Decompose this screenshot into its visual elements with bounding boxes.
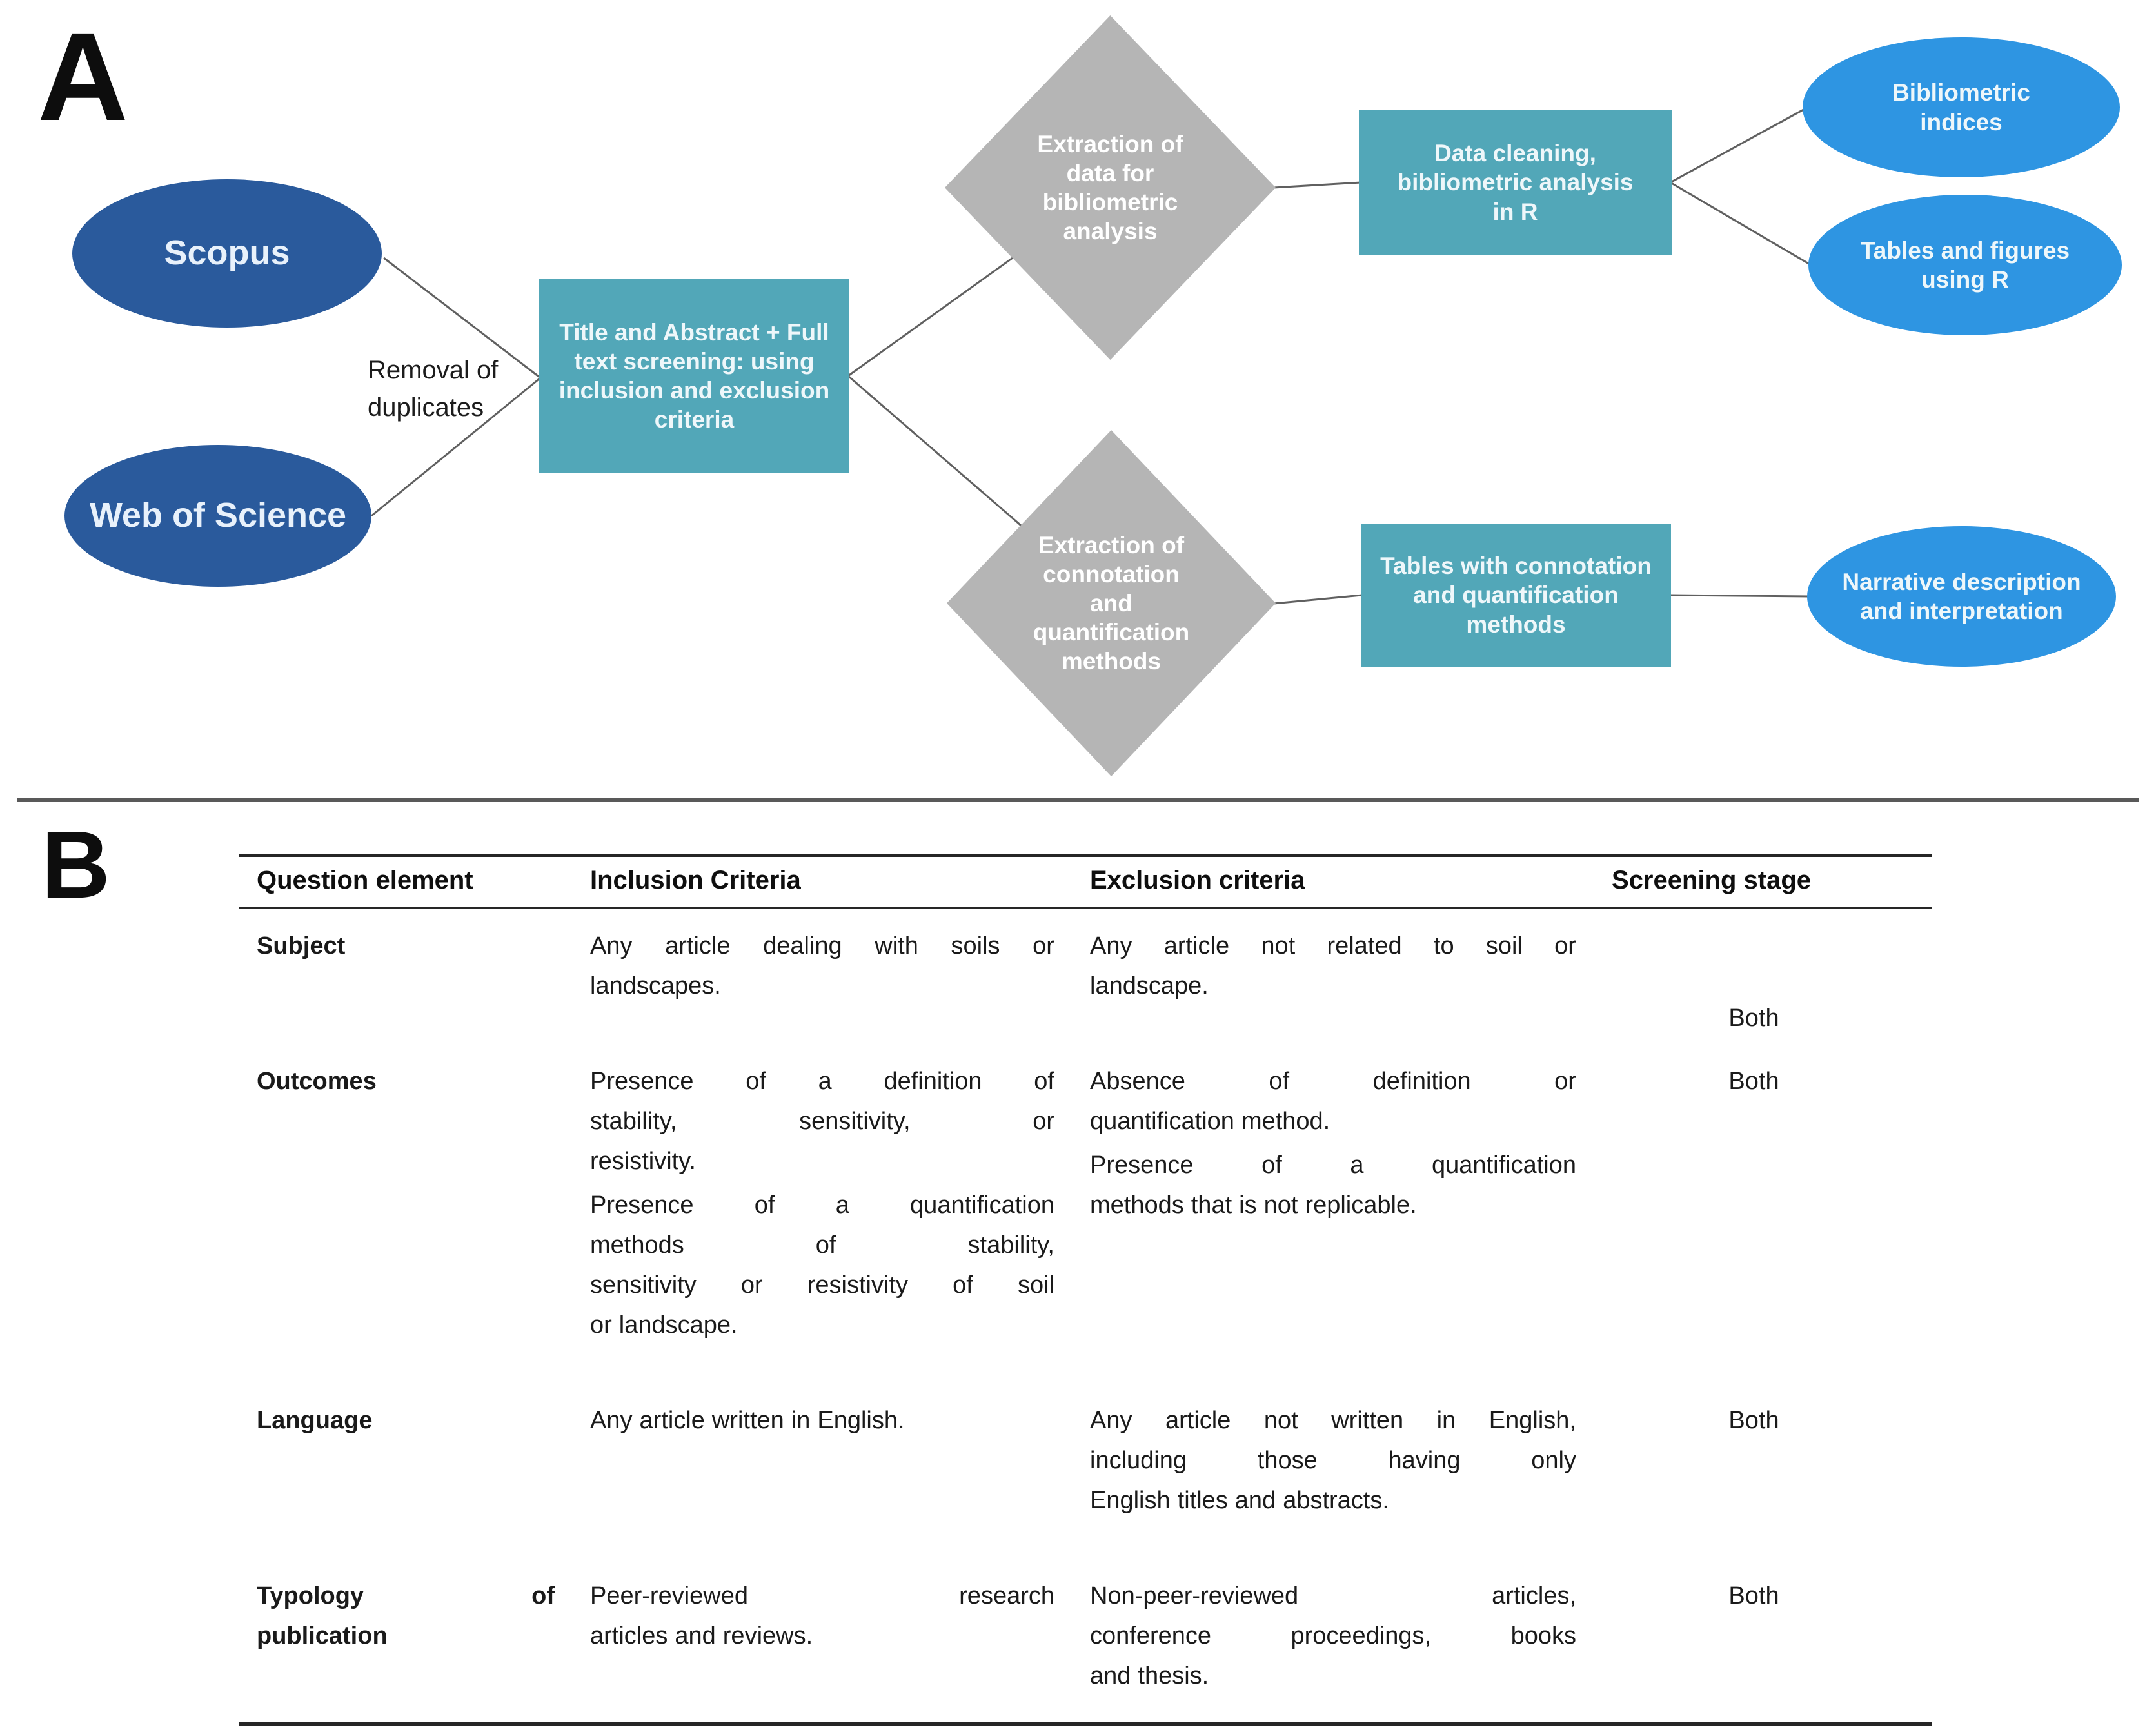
node-scopus-ellipse: Scopus bbox=[72, 179, 382, 328]
connector-datacleaning-indices bbox=[1670, 107, 1806, 184]
header-question-element: Question element bbox=[239, 856, 590, 909]
header-screening-stage: Screening stage bbox=[1612, 856, 1932, 909]
node-tables-figures-ellipse: Tables and figures using R bbox=[1808, 195, 2122, 335]
node-bibliometric-indices-ellipse: Bibliometric indices bbox=[1803, 37, 2120, 177]
screening-stage-cell: Both bbox=[1728, 1582, 1779, 1609]
panel-divider-line bbox=[17, 798, 2139, 802]
node-data-cleaning-label: Data cleaning, bibliometric analysis in … bbox=[1397, 140, 1634, 225]
node-web-of-science-label: Web of Science bbox=[89, 496, 347, 535]
node-extraction-bibliometric-label: Extraction of data for bibliometric anal… bbox=[1037, 130, 1183, 245]
node-scopus-label: Scopus bbox=[164, 233, 290, 273]
criteria-table: Question element Inclusion Criteria Excl… bbox=[239, 854, 1932, 1726]
node-narrative-ellipse: Narrative description and interpretation bbox=[1807, 526, 2116, 667]
node-extraction-connotation-label: Extraction of connotation and quantifica… bbox=[1033, 531, 1190, 675]
node-web-of-science-ellipse: Web of Science bbox=[64, 445, 371, 587]
connector-scopus-screening bbox=[383, 257, 541, 379]
question-element-cell: Outcomes bbox=[257, 1068, 377, 1095]
node-bibliometric-indices-label: Bibliometric indices bbox=[1892, 79, 2030, 135]
connector-wos-screening bbox=[371, 377, 541, 517]
question-element-cell: Subject bbox=[257, 932, 346, 959]
node-tables-connotation-label: Tables with connotation and quantificati… bbox=[1380, 553, 1652, 638]
node-data-cleaning-box: Data cleaning, bibliometric analysis in … bbox=[1359, 110, 1672, 255]
node-tables-figures-label: Tables and figures using R bbox=[1860, 237, 2070, 293]
node-screening-box: Title and Abstract + Full text screening… bbox=[539, 279, 849, 473]
table-header-row: Question element Inclusion Criteria Excl… bbox=[239, 856, 1932, 909]
question-element-cell: Language bbox=[257, 1407, 373, 1434]
screening-stage-cell: Both bbox=[1728, 1068, 1779, 1095]
panel-b-label: B bbox=[41, 812, 110, 918]
screening-stage-cell: Both bbox=[1728, 1005, 1779, 1032]
node-tables-connotation-box: Tables with connotation and quantificati… bbox=[1361, 524, 1671, 667]
edge-label-removal-of-duplicates: Removal of duplicates bbox=[368, 356, 499, 422]
panel-a-label: A bbox=[37, 6, 128, 147]
connector-extraction-tablesconnotation bbox=[1273, 594, 1363, 605]
node-screening-label: Title and Abstract + Full text screening… bbox=[559, 319, 830, 433]
connector-extraction-datacleaning bbox=[1273, 181, 1361, 189]
header-inclusion-criteria: Inclusion Criteria bbox=[590, 856, 1090, 909]
connector-tablesconnotation-narrative bbox=[1669, 594, 1810, 598]
connector-datacleaning-tablesfigures bbox=[1670, 181, 1812, 266]
node-narrative-label: Narrative description and interpretation bbox=[1842, 568, 2081, 624]
screening-stage-cell: Both bbox=[1728, 1407, 1779, 1434]
header-exclusion-criteria: Exclusion criteria bbox=[1090, 856, 1612, 909]
